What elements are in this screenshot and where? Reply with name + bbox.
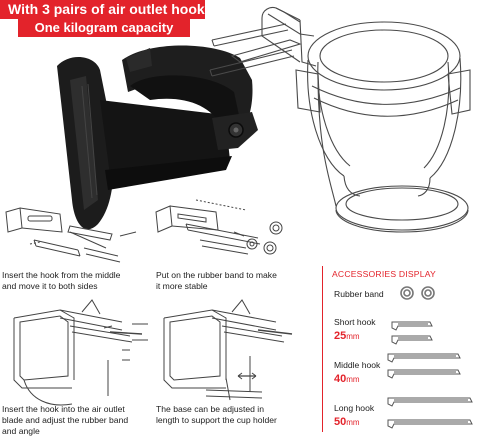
rubber-band-label: Rubber band bbox=[334, 289, 384, 299]
step-2-caption: Put on the rubber band to make it more s… bbox=[156, 270, 277, 291]
middle-hook-size-value: 40 bbox=[334, 373, 347, 385]
step-2-drawing bbox=[155, 199, 283, 255]
middle-hook-pair bbox=[387, 353, 461, 379]
middle-hook-label: Middle hook bbox=[334, 360, 381, 370]
short-hook-size-value: 25 bbox=[334, 330, 347, 342]
long-hook-label: Long hook bbox=[334, 403, 375, 413]
short-hook-pair bbox=[391, 321, 433, 345]
middle-hook-size-unit: mm bbox=[346, 375, 360, 384]
black-vent-mount-image bbox=[57, 45, 258, 230]
accessories-divider bbox=[322, 266, 323, 432]
step-4-drawing bbox=[163, 299, 293, 401]
rubber-band-pair bbox=[400, 286, 435, 300]
cup-holder-drawing bbox=[209, 6, 471, 233]
middle-hook-size: 40mm bbox=[334, 373, 360, 385]
long-hook-size: 50mm bbox=[334, 416, 360, 428]
long-hook-size-unit: mm bbox=[346, 418, 360, 427]
long-hook-size-value: 50 bbox=[334, 416, 347, 428]
step-1-drawing bbox=[5, 207, 137, 263]
feature-banner-capacity: One kilogram capacity bbox=[18, 19, 190, 37]
step-1-caption: Insert the hook from the middle and move… bbox=[2, 270, 121, 291]
short-hook-label: Short hook bbox=[334, 317, 376, 327]
long-hook-pair bbox=[387, 397, 473, 429]
short-hook-size: 25mm bbox=[334, 330, 360, 342]
step-3-drawing bbox=[13, 299, 148, 406]
feature-banner-hooks: With 3 pairs of air outlet hooks bbox=[0, 0, 212, 19]
step-3-caption: Insert the hook into the air outlet blad… bbox=[2, 404, 129, 436]
accessories-title: ACCESSORIES DISPLAY bbox=[332, 269, 436, 279]
short-hook-size-unit: mm bbox=[346, 332, 360, 341]
step-4-caption: The base can be adjusted in length to su… bbox=[156, 404, 277, 425]
